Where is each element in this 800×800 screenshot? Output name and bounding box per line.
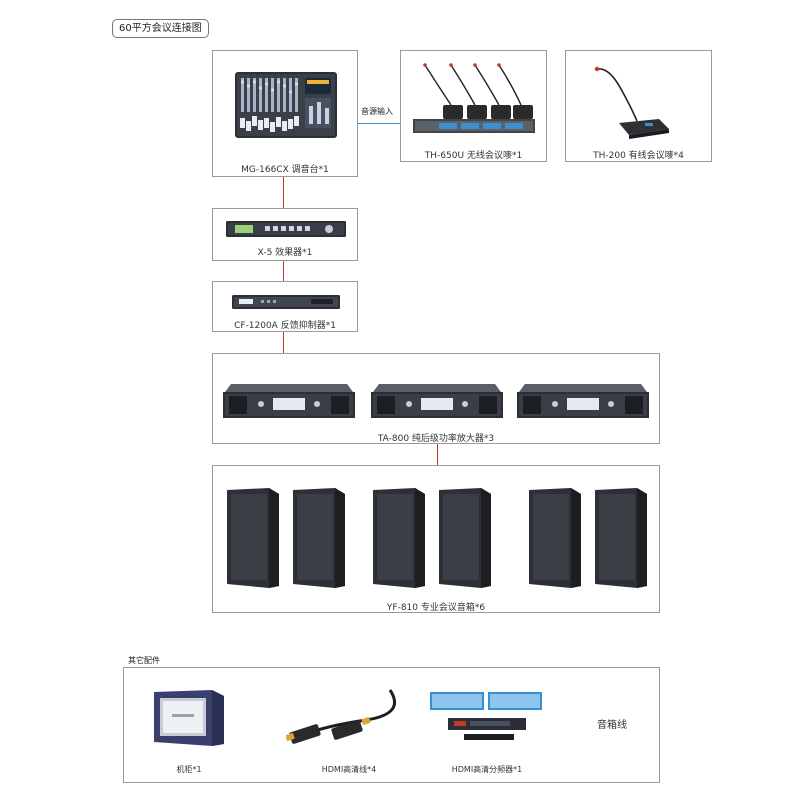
hdmi-cable-image <box>286 684 406 754</box>
amplifier-unit-1 <box>221 376 357 422</box>
wired-mic-box: TH-200 有线会议嘜*4 <box>565 50 712 162</box>
feedback-box: CF-1200A 反馈抑制器*1 <box>212 281 358 332</box>
diagram-title: 60平方会议连接图 <box>112 19 209 38</box>
accessories-box: 机柜*1 HDMI高清线*4 HDMI高清分频器*1 音箱线 <box>123 667 660 783</box>
mixer-box: MG-166CX 调音台*1 <box>212 50 358 177</box>
wireless-mic-image <box>409 57 539 143</box>
speaker-wire-label: 音箱线 <box>597 716 627 731</box>
speakers-box: YF-810 专业会议音箱*6 <box>212 465 660 613</box>
speakers-caption: YF-810 专业会议音箱*6 <box>213 600 659 613</box>
hdmi-cable-caption: HDMI高清线*4 <box>284 764 414 775</box>
wireless-mic-caption: TH-650U 无线会议嘜*1 <box>401 148 546 161</box>
hdmi-splitter-image <box>424 686 550 746</box>
audio-input-line <box>358 123 400 124</box>
mixer-image <box>233 66 339 143</box>
effects-image <box>225 218 347 240</box>
amplifier-caption: TA-800 纯后级功率放大器*3 <box>213 431 659 444</box>
hdmi-splitter-caption: HDMI高清分频器*1 <box>424 764 550 775</box>
amplifier-unit-2 <box>369 376 505 422</box>
speaker-pair-1 <box>223 484 355 590</box>
cabinet-image <box>150 686 230 748</box>
audio-input-label: 音源输入 <box>361 106 393 117</box>
wired-mic-caption: TH-200 有线会议嘜*4 <box>566 148 711 161</box>
mixer-caption: MG-166CX 调音台*1 <box>213 162 357 175</box>
amplifier-unit-3 <box>515 376 651 422</box>
feedback-caption: CF-1200A 反馈抑制器*1 <box>213 318 357 331</box>
line-feedback-amplifier <box>283 332 284 353</box>
speaker-pair-2 <box>369 484 501 590</box>
cabinet-caption: 机柜*1 <box>134 764 244 775</box>
accessories-heading: 其它配件 <box>128 655 160 666</box>
wired-mic-image <box>591 59 691 143</box>
line-effects-feedback <box>283 261 284 281</box>
wireless-mic-box: TH-650U 无线会议嘜*1 <box>400 50 547 162</box>
amplifier-box: TA-800 纯后级功率放大器*3 <box>212 353 660 444</box>
line-mixer-effects <box>283 177 284 208</box>
effects-box: X-5 效果器*1 <box>212 208 358 261</box>
line-amplifier-speakers <box>437 444 438 465</box>
feedback-image <box>231 291 341 313</box>
effects-caption: X-5 效果器*1 <box>213 245 357 258</box>
speaker-pair-3 <box>525 484 657 590</box>
